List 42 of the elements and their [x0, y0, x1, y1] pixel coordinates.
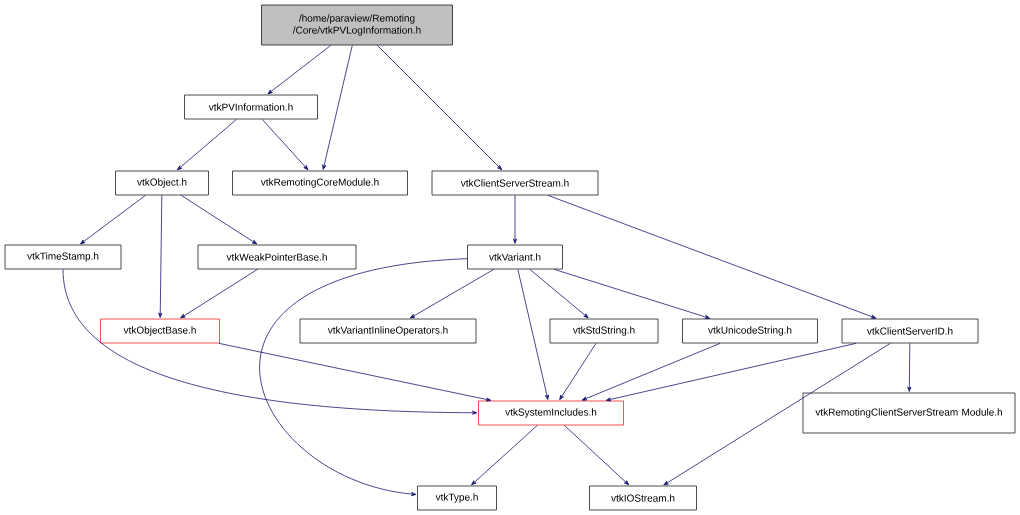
arrow [259, 258, 468, 497]
file-box: vtkUnicodeString.h [682, 318, 818, 344]
arrow [563, 424, 630, 486]
file-box: vtkClientServerStream.h [431, 170, 599, 196]
file-box: vtkType.h [417, 485, 497, 511]
arrow [261, 118, 309, 171]
file-box: vtkObjectBase.h [100, 318, 220, 344]
arrow [547, 194, 877, 319]
file-box: vtkSystemIncludes.h [478, 400, 624, 426]
arrow [605, 342, 857, 402]
arrow [218, 342, 492, 402]
arrow [158, 194, 163, 318]
arrow [322, 44, 353, 170]
file-box: vtkVariant.h [467, 244, 563, 270]
arrow [559, 342, 597, 401]
file-box: vtkStdString.h [549, 318, 659, 344]
arrow [80, 194, 146, 245]
arrow [176, 118, 237, 171]
arrow [663, 342, 891, 486]
file-box: vtkClientServerID.h [841, 318, 979, 344]
arrow [471, 424, 538, 486]
arrow [517, 268, 549, 400]
file-box: vtkObject.h [115, 170, 209, 196]
file-box: vtkRemotingCoreModule.h [232, 170, 408, 196]
arrow [180, 268, 258, 319]
arrow [529, 268, 589, 319]
arrow [267, 44, 332, 95]
file-box: vtkWeakPointerBase.h [197, 244, 357, 270]
file-box: vtkTimeStamp.h [4, 244, 122, 270]
file-box: vtkPVInformation.h [184, 94, 318, 120]
file-box: vtkRemotingClientServerStream Module.h [802, 392, 1016, 434]
arrow [409, 268, 495, 319]
arrow [581, 342, 721, 401]
arrow [553, 268, 711, 319]
arrow [907, 342, 912, 392]
file-box: vtkIOStream.h [589, 485, 697, 511]
arrow [62, 268, 478, 415]
arrow [513, 194, 517, 244]
arrow [376, 44, 503, 171]
file-box: vtkVariantInlineOperators.h [299, 318, 477, 344]
file-box: /home/paraview/Remoting /Core/vtkPVLogInformation.h [261, 4, 453, 46]
arrow [180, 194, 258, 245]
